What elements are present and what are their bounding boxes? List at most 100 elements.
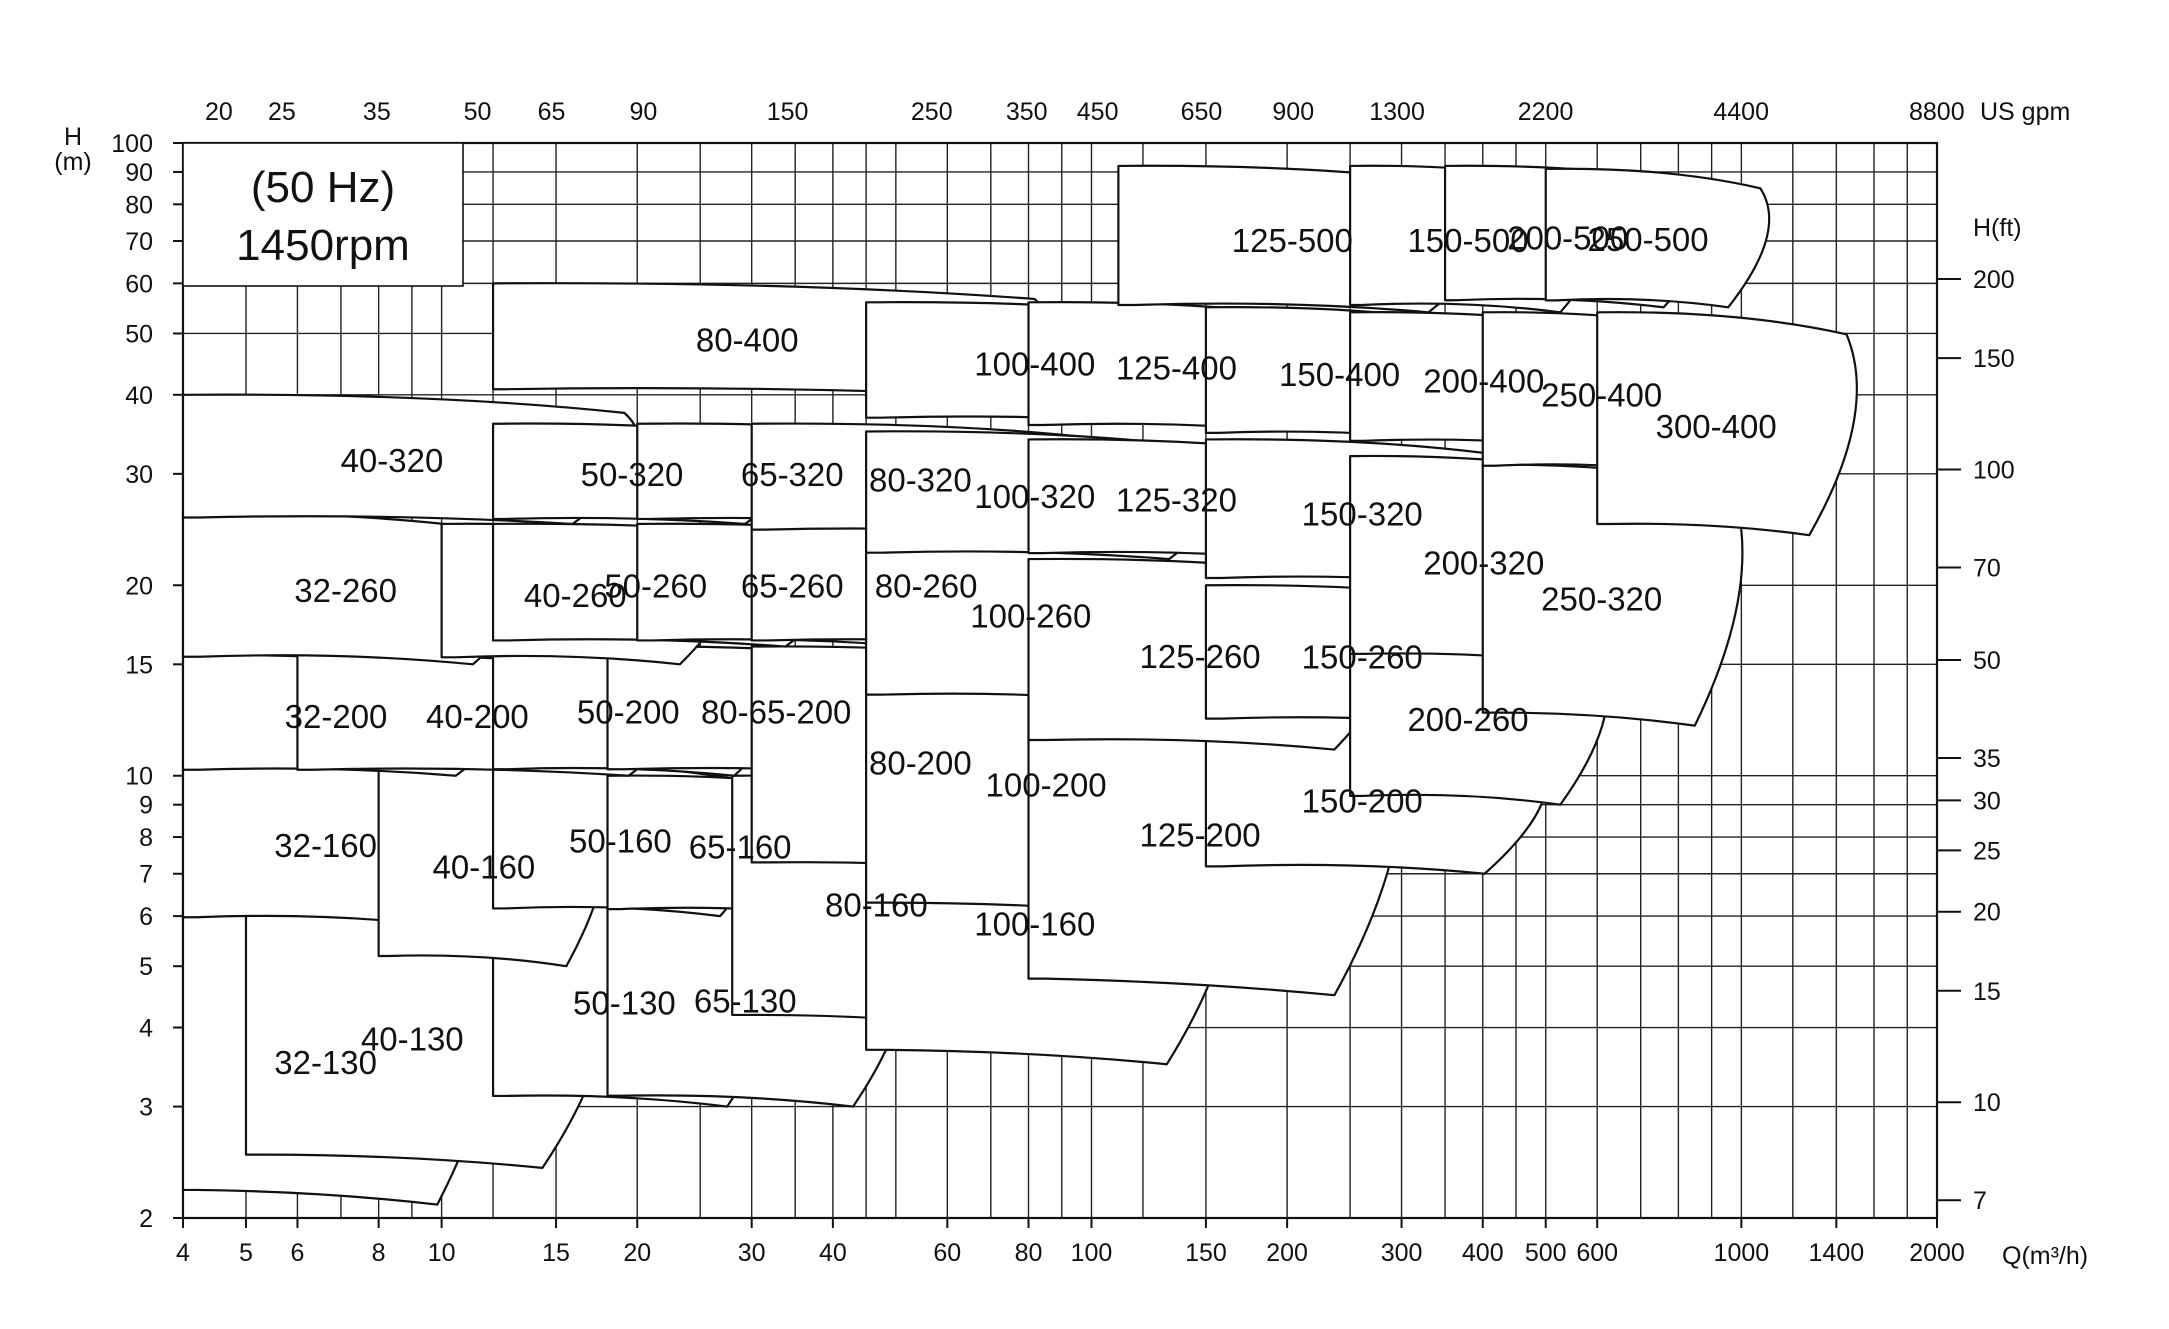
x2-tick-label: 350 [1006, 98, 1048, 126]
x2-tick-label: 900 [1272, 98, 1314, 126]
pump-family-label: 32-160 [274, 827, 377, 864]
pump-family-label: 200-260 [1407, 701, 1528, 738]
x2-tick-label: 150 [767, 98, 809, 126]
x-tick-label: 150 [1185, 1239, 1227, 1267]
y-tick-label: 2 [139, 1205, 153, 1233]
speed-text: 1450rpm [236, 221, 410, 270]
x-tick-label: 15 [542, 1239, 570, 1267]
y2-tick-label: 20 [1973, 899, 2001, 927]
y2-tick-label: 70 [1973, 554, 2001, 582]
pump-family-label: 100-260 [970, 597, 1091, 634]
y2-tick-label: 35 [1973, 745, 2001, 773]
x-tick-label: 300 [1381, 1239, 1423, 1267]
pump-family-label: 65-130 [694, 983, 797, 1020]
x-tick-label: 600 [1576, 1239, 1618, 1267]
x-tick-label: 1400 [1809, 1239, 1865, 1267]
pump-family-label: 40-130 [361, 1021, 464, 1058]
y-tick-label: 80 [125, 191, 153, 219]
x-tick-label: 40 [819, 1239, 847, 1267]
pump-family-label: 50-260 [604, 568, 707, 605]
pump-family-label: 200-500 [1507, 219, 1628, 256]
pump-family-label: 50-200 [577, 694, 680, 731]
pump-family-label: 150-260 [1302, 638, 1423, 675]
pump-family-label: 150-200 [1302, 783, 1423, 820]
x-tick-label: 500 [1525, 1239, 1567, 1267]
x2-tick-label: 1300 [1369, 98, 1425, 126]
pump-family-region [1596, 311, 1858, 537]
pump-family-label: 200-320 [1423, 544, 1544, 581]
x2-tick-label: 25 [268, 98, 296, 126]
pump-family-label: 40-260 [524, 577, 627, 614]
y-tick-label: 5 [139, 953, 153, 981]
pump-family-label: 65-160 [689, 829, 792, 866]
x-tick-label: 200 [1266, 1239, 1308, 1267]
y-tick-label: 20 [125, 572, 153, 600]
y2-tick-label: 10 [1973, 1089, 2001, 1117]
x-tick-label: 400 [1462, 1239, 1504, 1267]
x-tick-label: 20 [623, 1239, 651, 1267]
pump-family-label: 80-200 [869, 745, 972, 782]
y-tick-label: 3 [139, 1094, 153, 1122]
x2-tick-label: 250 [911, 98, 953, 126]
x-tick-label: 2000 [1909, 1239, 1965, 1267]
pump-family-label: 80-260 [875, 568, 978, 605]
x-axis-title: Q(m³/h) [2002, 1242, 2088, 1270]
pump-family-label: 100-160 [974, 906, 1095, 943]
y2-tick-label: 50 [1973, 647, 2001, 675]
speed-note: (50 Hz) 1450rpm [182, 142, 464, 287]
y-tick-label: 50 [125, 320, 153, 348]
pump-family-label: 65-260 [741, 568, 844, 605]
pump-family-label: 100-400 [974, 345, 1095, 382]
pump-family-label: 32-130 [274, 1044, 377, 1081]
x-tick-label: 30 [738, 1239, 766, 1267]
pump-family-label: 150-500 [1407, 222, 1528, 259]
pump-family-label: 125-260 [1140, 638, 1261, 675]
pump-family-label: 50-160 [569, 822, 672, 859]
x2-tick-label: 65 [538, 98, 566, 126]
pump-family-label: 80-160 [825, 887, 928, 924]
x2-tick-label: 4400 [1713, 98, 1769, 126]
x-tick-label: 60 [933, 1239, 961, 1267]
y2-tick-label: 15 [1973, 978, 2001, 1006]
x2-tick-label: 35 [363, 98, 391, 126]
y-axis-title-h: H [64, 123, 82, 151]
pump-family-label: 150-400 [1279, 356, 1400, 393]
pump-family-label: 40-160 [433, 848, 536, 885]
pump-family-label: 200-400 [1423, 363, 1544, 400]
pump-family-label: 250-400 [1541, 376, 1662, 413]
pump-family-label: 250-320 [1541, 580, 1662, 617]
y-tick-label: 40 [125, 382, 153, 410]
x2-axis-title: US gpm [1980, 98, 2070, 126]
y2-tick-label: 200 [1973, 266, 2015, 294]
y-tick-label: 7 [139, 861, 153, 889]
y-tick-label: 60 [125, 270, 153, 298]
x2-tick-label: 20 [205, 98, 233, 126]
y2-tick-label: 100 [1973, 456, 2015, 484]
x-tick-label: 80 [1015, 1239, 1043, 1267]
pump-family-label: 125-320 [1116, 482, 1237, 519]
y-tick-label: 9 [139, 792, 153, 820]
pump-family-label: 40-320 [341, 442, 444, 479]
frequency-text: (50 Hz) [251, 163, 395, 212]
pump-family-label: 50-320 [581, 456, 684, 493]
y-tick-label: 90 [125, 159, 153, 187]
y2-tick-label: 150 [1973, 345, 2015, 373]
pump-family-label: 32-200 [285, 698, 388, 735]
pump-family-label: 150-320 [1302, 495, 1423, 532]
y-axis-title-unit: (m) [54, 148, 91, 176]
axis-titles: H (m) Q(m³/h) US gpm H(ft) [54, 98, 2088, 1270]
pump-family-label: 125-500 [1232, 222, 1353, 259]
y-tick-label: 4 [139, 1015, 153, 1043]
y2-axis-title: H(ft) [1973, 214, 2022, 242]
y2-tick-label: 30 [1973, 787, 2001, 815]
x2-tick-label: 650 [1181, 98, 1223, 126]
pump-family-label: 65-320 [741, 456, 844, 493]
y-tick-label: 30 [125, 461, 153, 489]
pump-family-label: 125-200 [1140, 816, 1261, 853]
x-tick-label: 10 [428, 1239, 456, 1267]
x2-tick-label: 50 [464, 98, 492, 126]
pump-family-label: 300-400 [1656, 408, 1777, 445]
pump-family-label: 80-320 [869, 462, 972, 499]
